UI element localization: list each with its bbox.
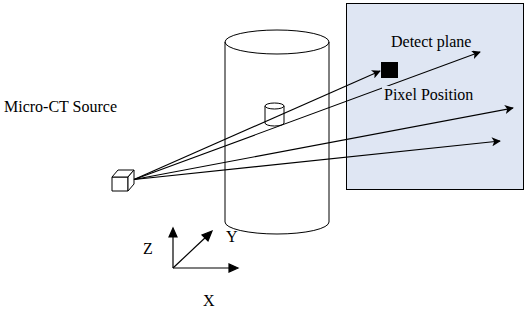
ray-arrow	[134, 52, 480, 180]
plane-label: Detect plane	[389, 33, 473, 51]
source-node: Micro-CT Source	[112, 168, 134, 191]
ray-arrow	[134, 141, 500, 180]
pixel-label: Pixel Position	[382, 86, 475, 104]
detector-fill	[346, 3, 524, 190]
source-box	[112, 170, 134, 191]
axis-label: X	[203, 292, 215, 310]
pixel-square	[381, 62, 398, 78]
source-label: Micro-CT Source	[2, 98, 119, 116]
detector-plane: Detect planePixel Position	[346, 3, 524, 190]
axis-label: Z	[143, 240, 153, 258]
axis-label: Y	[226, 228, 238, 246]
ray-arrow	[134, 71, 380, 180]
ray-arrow	[134, 108, 513, 180]
axes	[169, 228, 238, 272]
